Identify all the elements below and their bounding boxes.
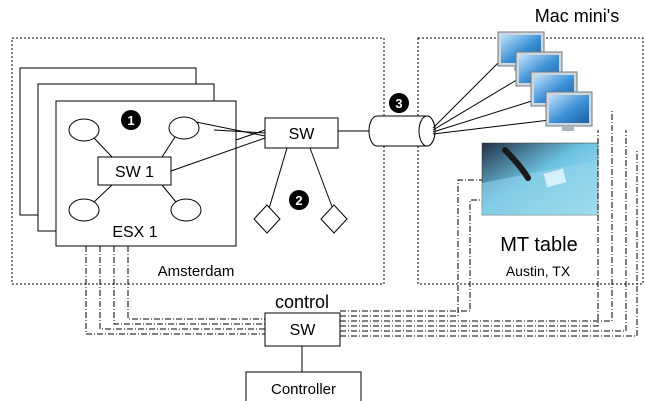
sw-main-box	[264, 117, 339, 149]
sw1-label: SW 1	[115, 164, 154, 181]
vm-node	[170, 198, 202, 222]
amsterdam-label: Amsterdam	[158, 263, 235, 280]
marker-2-badge	[289, 190, 309, 210]
control-links-left	[85, 246, 265, 335]
vm-node	[68, 198, 100, 222]
control-links-right	[340, 110, 638, 337]
esx-to-sw-links	[170, 121, 266, 172]
monitor-diamond	[253, 204, 281, 234]
tunnel-to-mac-links	[432, 57, 551, 135]
mt-table-label: MT table	[500, 234, 577, 256]
virtual-machines	[68, 116, 202, 222]
controller-label: Controller	[271, 381, 336, 398]
sw1-box	[97, 156, 172, 186]
esx-label: ESX 1	[112, 224, 157, 241]
vm-links	[93, 136, 177, 203]
mac-minis-label: Mac mini's	[535, 6, 619, 26]
austin-label: Austin, TX	[506, 263, 571, 279]
sw-control-label: SW	[290, 322, 317, 339]
sw-main-label: SW	[289, 126, 316, 143]
controller-box	[245, 371, 362, 401]
marker-3-badge	[389, 93, 409, 113]
marker-2-label: 2	[295, 193, 302, 208]
amsterdam-boundary	[11, 37, 385, 285]
marker-1-label: 1	[127, 113, 134, 128]
control-label: control	[275, 292, 329, 312]
marker-1-badge	[121, 110, 141, 130]
monitor-branches	[253, 147, 348, 234]
vm-node	[68, 118, 100, 142]
monitor-icon	[545, 91, 593, 131]
mac-mini-monitors	[497, 31, 593, 131]
monitor-diamond	[320, 204, 348, 234]
mt-table-photo	[481, 142, 599, 216]
sw-control-box	[264, 312, 341, 347]
wan-tunnel	[368, 115, 436, 147]
marker-3-label: 3	[395, 96, 402, 111]
vm-node	[168, 116, 200, 140]
